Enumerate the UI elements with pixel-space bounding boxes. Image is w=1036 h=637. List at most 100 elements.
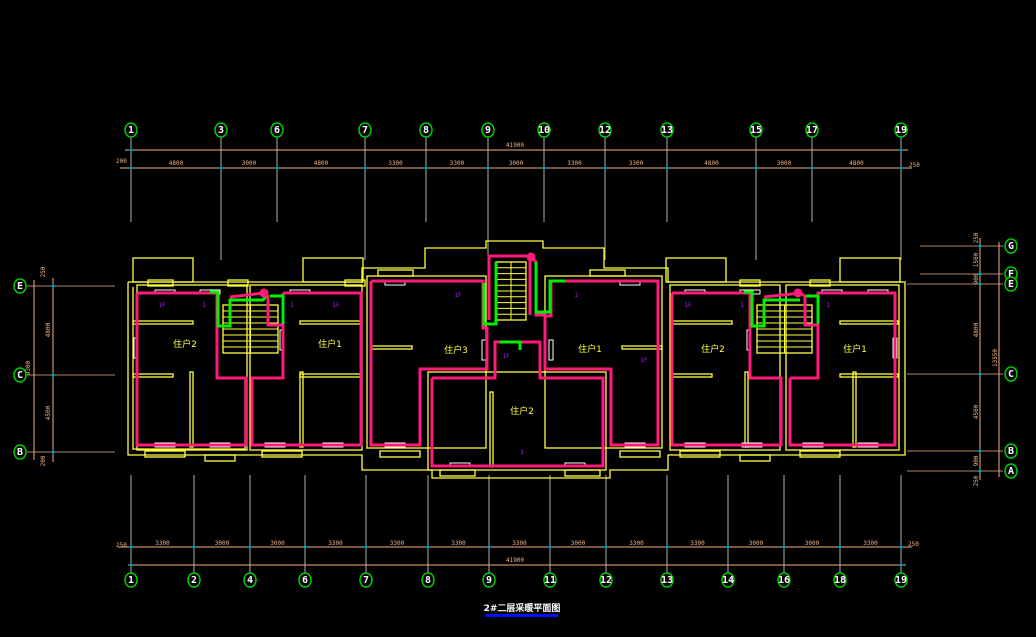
dim-tick xyxy=(51,373,55,377)
supply-pipe-loop xyxy=(250,291,363,447)
drawing-title: 2#二层采暖平面图 xyxy=(484,602,561,614)
partition-wall xyxy=(489,391,494,468)
right-total-value: 13550 xyxy=(992,349,999,367)
radiator-tag: 1F xyxy=(158,302,166,309)
axis-left-E-bubble xyxy=(13,278,27,294)
axis-top-1-bubble xyxy=(124,122,138,138)
balcony xyxy=(839,257,901,283)
sill xyxy=(739,279,761,287)
axis-top-10-label: 10 xyxy=(538,125,550,136)
dim-tick xyxy=(542,166,546,170)
right-dim-value: 900 xyxy=(973,273,980,284)
axis-bottom-18-label: 18 xyxy=(834,575,846,586)
return-pipe xyxy=(210,290,268,328)
sill xyxy=(147,279,174,287)
return-pipe xyxy=(270,294,285,324)
bottom-dim-segment: 3300 xyxy=(328,540,343,547)
top-dim-segment: 4800 xyxy=(704,160,719,167)
room xyxy=(669,284,781,451)
right-dim-value: 900 xyxy=(973,455,980,466)
dim-tick xyxy=(899,148,903,152)
axis-top-12-bubble xyxy=(598,122,612,138)
supply-pipe-loop xyxy=(543,279,660,447)
sill xyxy=(439,469,476,477)
axis-bottom-8-label: 8 xyxy=(425,575,431,586)
axis-right-E-label: E xyxy=(1008,279,1014,290)
bottom-left-end: 250 xyxy=(116,542,127,549)
sill xyxy=(564,469,601,477)
dim-tick xyxy=(838,545,842,549)
return-pipe xyxy=(534,262,565,314)
axis-left-C-bubble xyxy=(13,367,27,383)
axis-top-6-bubble xyxy=(270,122,284,138)
right-dim-value: 1500 xyxy=(973,252,980,267)
unit-label: 住户2 xyxy=(173,338,197,350)
radiator-tag: 1 xyxy=(826,302,830,309)
dim-tick xyxy=(899,166,903,170)
dim-tick xyxy=(978,282,982,286)
dim-tick xyxy=(978,469,982,473)
axis-bottom-1-label: 1 xyxy=(128,575,134,586)
window xyxy=(548,339,554,361)
left-dim-value: 200 xyxy=(40,455,47,466)
axis-top-3-bubble xyxy=(214,122,228,138)
top-dim-segment: 3300 xyxy=(450,160,465,167)
sill xyxy=(227,279,249,287)
top-right-end: 250 xyxy=(909,162,920,169)
supply-pipe-loop xyxy=(788,291,897,447)
supply-pipe-loop xyxy=(430,340,605,468)
axis-left-C-label: C xyxy=(17,370,23,381)
dim-tick xyxy=(665,545,669,549)
room xyxy=(366,275,487,449)
axis-top-8-label: 8 xyxy=(423,125,429,136)
dim-tick xyxy=(726,545,730,549)
unit-label: 住户2 xyxy=(701,343,725,355)
left-dim-value: 9300 xyxy=(25,360,32,375)
top-dim-segment: 3000 xyxy=(242,160,257,167)
balcony xyxy=(302,257,364,283)
radiator-tag: 1F xyxy=(684,302,692,309)
axis-bottom-1-bubble xyxy=(124,572,138,588)
bottom-right-end: 250 xyxy=(908,541,919,548)
sill xyxy=(204,454,236,462)
axis-right-B-bubble xyxy=(1004,443,1018,459)
top-dim-segment: 3300 xyxy=(388,160,403,167)
return-pipe xyxy=(744,290,800,328)
dim-tick xyxy=(364,545,368,549)
sill xyxy=(379,450,421,458)
axis-top-15-bubble xyxy=(749,122,763,138)
radiator-tag: 1 xyxy=(370,357,374,364)
dim-tick xyxy=(810,166,814,170)
supply-pipe-loop xyxy=(369,279,489,447)
axis-right-B-label: B xyxy=(1008,446,1014,457)
bottom-dim-segment: 3000 xyxy=(270,540,285,547)
dim-tick xyxy=(51,450,55,454)
axis-right-A-label: A xyxy=(1008,466,1014,477)
axis-bottom-16-bubble xyxy=(777,572,791,588)
dim-tick xyxy=(899,563,903,567)
partition-wall xyxy=(744,371,749,448)
sill xyxy=(739,454,771,462)
top-dim-segment: 4800 xyxy=(849,160,864,167)
partition-wall xyxy=(189,371,194,448)
partition-wall xyxy=(299,373,361,378)
left-dim-value: 250 xyxy=(40,266,47,277)
sill xyxy=(809,279,831,287)
dim-tick xyxy=(782,545,786,549)
partition-wall xyxy=(132,373,174,378)
sill xyxy=(619,450,661,458)
left-dim-value: 4800 xyxy=(45,322,52,337)
dim-tick xyxy=(129,563,133,567)
dim-tick xyxy=(978,272,982,276)
bottom-dim-segment: 3300 xyxy=(690,540,705,547)
right-dim-value: 250 xyxy=(973,475,980,486)
top-dim-segment: 4800 xyxy=(314,160,329,167)
return-pipe xyxy=(500,340,522,350)
partition-wall xyxy=(621,345,663,350)
top-left-end: 200 xyxy=(116,158,127,165)
axis-left-B-bubble xyxy=(13,444,27,460)
riser-icon xyxy=(793,288,803,298)
axis-top-9-label: 9 xyxy=(485,125,491,136)
axis-bottom-2-bubble xyxy=(187,572,201,588)
partition-wall xyxy=(852,371,857,448)
